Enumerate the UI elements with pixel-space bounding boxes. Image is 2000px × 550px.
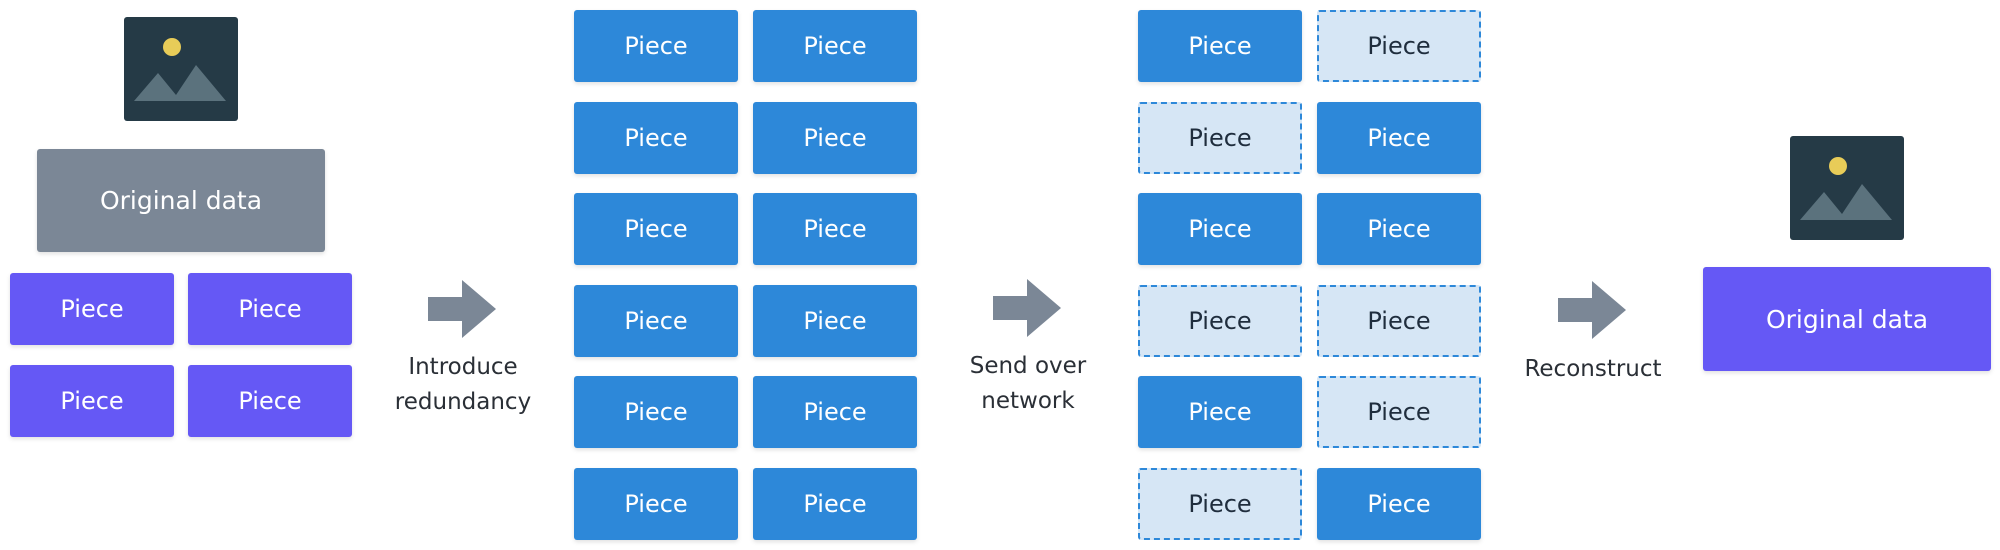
piece-label: Piece — [60, 295, 124, 323]
reconstructed-image-icon — [1790, 136, 1904, 240]
redundant-piece: Piece — [753, 376, 917, 448]
source-piece: Piece — [188, 273, 352, 345]
piece-label: Piece — [624, 215, 688, 243]
redundant-piece: Piece — [574, 376, 738, 448]
piece-label: Piece — [1367, 32, 1431, 60]
lost-piece: Piece — [1138, 285, 1302, 357]
step-introduce-redundancy-label: Introduce redundancy — [394, 354, 532, 415]
piece-label: Piece — [238, 387, 302, 415]
redundant-piece: Piece — [574, 285, 738, 357]
redundant-piece: Piece — [753, 193, 917, 265]
piece-label: Piece — [1188, 490, 1252, 518]
source-piece: Piece — [10, 273, 174, 345]
piece-label: Piece — [803, 124, 867, 152]
lost-piece: Piece — [1317, 376, 1481, 448]
received-piece: Piece — [1138, 376, 1302, 448]
piece-label: Piece — [1188, 215, 1252, 243]
step-reconstruct-label: Reconstruct — [1524, 356, 1662, 382]
piece-label: Piece — [1188, 32, 1252, 60]
piece-label: Piece — [238, 295, 302, 323]
lost-piece: Piece — [1138, 102, 1302, 174]
lost-piece: Piece — [1138, 468, 1302, 540]
received-piece: Piece — [1138, 193, 1302, 265]
piece-label: Piece — [1367, 215, 1431, 243]
piece-label: Piece — [1367, 398, 1431, 426]
piece-label: Piece — [1188, 398, 1252, 426]
received-piece: Piece — [1317, 468, 1481, 540]
redundant-piece: Piece — [753, 468, 917, 540]
piece-label: Piece — [803, 32, 867, 60]
piece-label: Piece — [803, 490, 867, 518]
arrow-right-icon — [1558, 281, 1626, 339]
source-piece: Piece — [188, 365, 352, 437]
piece-label: Piece — [1367, 307, 1431, 335]
source-piece: Piece — [10, 365, 174, 437]
original-image-icon — [124, 17, 238, 121]
redundant-piece: Piece — [753, 10, 917, 82]
piece-label: Piece — [803, 398, 867, 426]
redundant-piece: Piece — [574, 468, 738, 540]
piece-label: Piece — [624, 307, 688, 335]
piece-label: Piece — [624, 32, 688, 60]
arrow-right-icon — [993, 279, 1061, 337]
lost-piece: Piece — [1317, 10, 1481, 82]
original-data-label: Original data — [99, 186, 263, 215]
received-piece: Piece — [1138, 10, 1302, 82]
received-piece: Piece — [1317, 193, 1481, 265]
redundant-piece: Piece — [753, 285, 917, 357]
redundant-piece: Piece — [574, 193, 738, 265]
reconstructed-data-label: Original data — [1765, 304, 1929, 334]
piece-label: Piece — [1367, 124, 1431, 152]
piece-label: Piece — [1188, 124, 1252, 152]
piece-label: Piece — [1188, 307, 1252, 335]
reconstructed-data-box: Original data — [1703, 267, 1991, 371]
step-send-over-network-label: Send over network — [969, 353, 1087, 414]
original-data-box: Original data — [37, 149, 325, 252]
piece-label: Piece — [1367, 490, 1431, 518]
received-piece: Piece — [1317, 102, 1481, 174]
arrow-right-icon — [428, 280, 496, 338]
piece-label: Piece — [803, 307, 867, 335]
piece-label: Piece — [624, 490, 688, 518]
redundant-piece: Piece — [574, 102, 738, 174]
piece-label: Piece — [624, 124, 688, 152]
piece-label: Piece — [803, 215, 867, 243]
piece-label: Piece — [624, 398, 688, 426]
redundant-piece: Piece — [574, 10, 738, 82]
lost-piece: Piece — [1317, 285, 1481, 357]
redundant-piece: Piece — [753, 102, 917, 174]
piece-label: Piece — [60, 387, 124, 415]
